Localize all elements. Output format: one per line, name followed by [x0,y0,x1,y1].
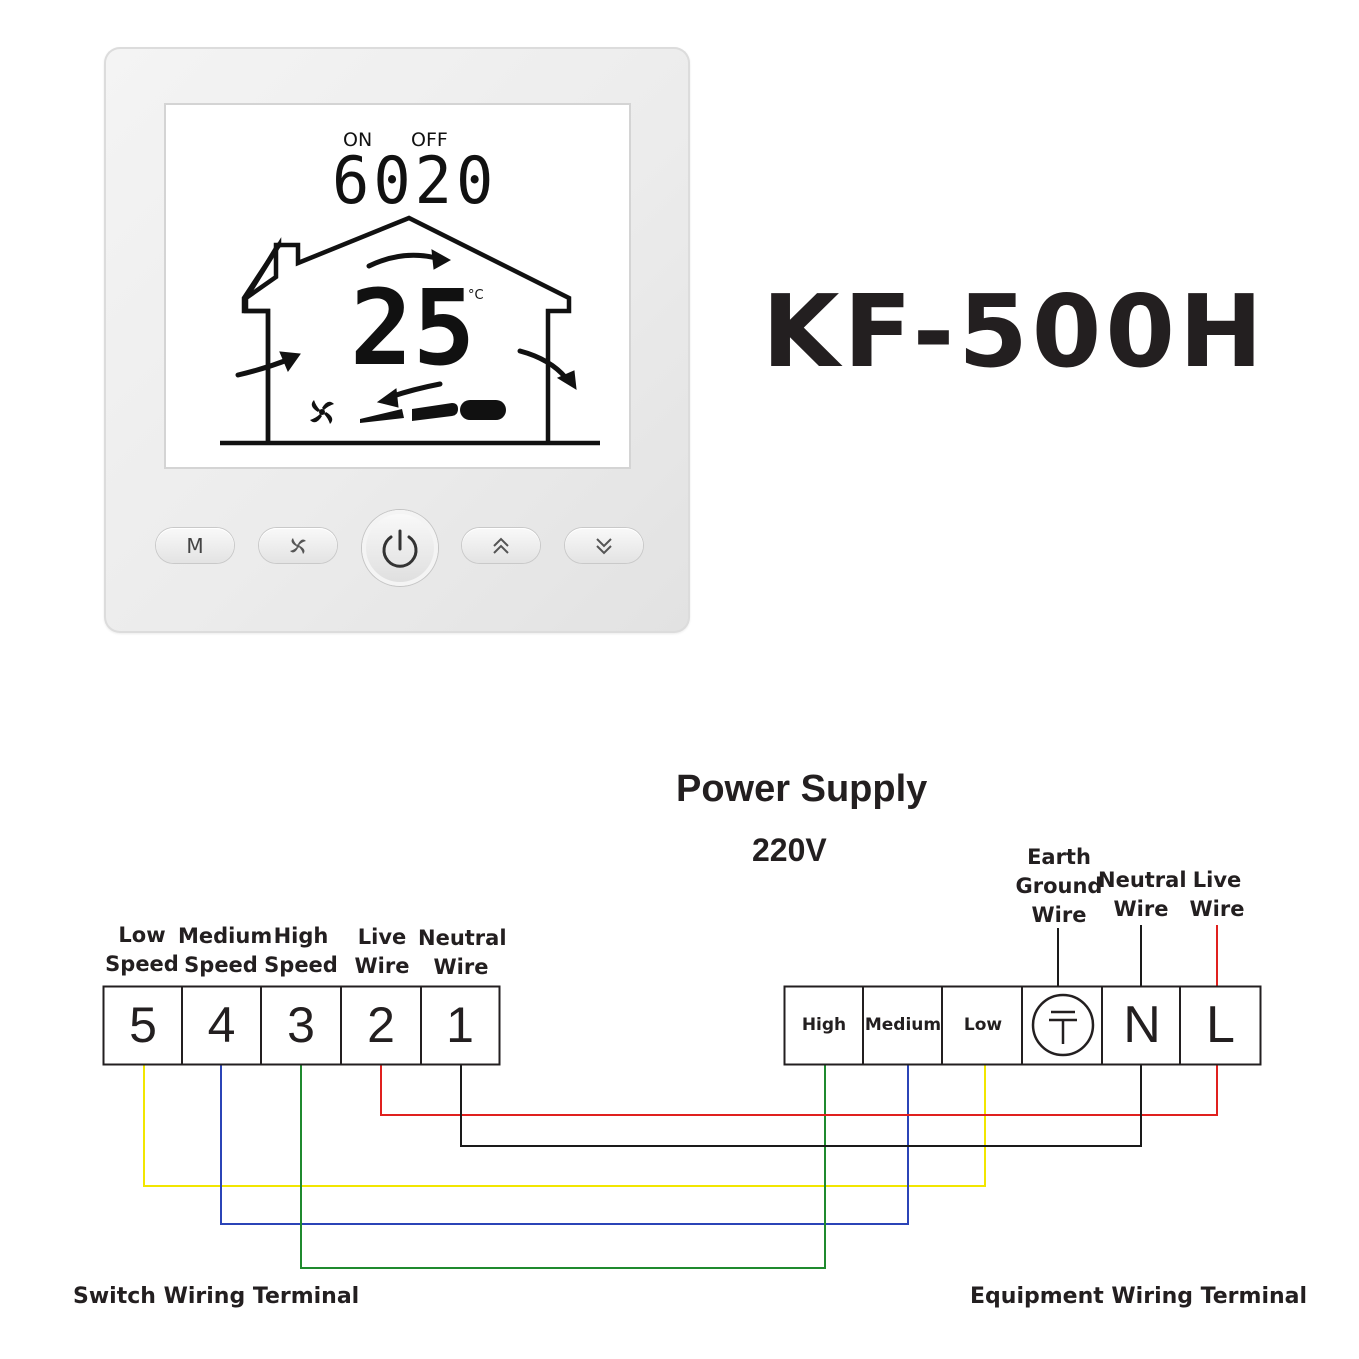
earth-ground-label: Earth Ground Wire [1014,843,1104,930]
switch-label-2: Live Wire [344,923,420,981]
power-button[interactable] [362,510,438,586]
equipment-terminal-high-label: High [801,1015,847,1035]
speed-bar-medium [412,403,458,421]
switch-terminal-block [102,985,501,1066]
switch-label-5-line1: Low [118,923,166,947]
switch-label-2-line2: Wire [354,954,410,978]
earth-label-line1: Earth [1027,845,1091,869]
equipment-terminal-l-label: L [1206,996,1235,1054]
equipment-terminal-block [783,985,1262,1066]
wire-neutral [460,1064,1142,1147]
equipment-terminal-live[interactable]: L [1181,987,1260,1063]
equipment-terminal-low-label: Low [963,1015,1003,1035]
lcd-screen [164,103,631,469]
fan-icon [290,537,306,554]
wire-live [380,1064,1218,1116]
earth-ground-icon [1031,993,1095,1057]
speed-bar-high [460,400,506,420]
switch-label-4: Medium Speed [178,922,273,980]
arrow-left-head [279,351,301,373]
switch-label-4-line2: Speed [184,953,258,977]
neutral-label-line1: Neutral [1098,868,1187,892]
switch-terminal-3[interactable]: 3 [261,987,341,1063]
arrow-top-head [431,249,452,270]
live-wire-label: Live Wire [1184,866,1250,924]
switch-terminal-2[interactable]: 2 [341,987,421,1063]
down-button[interactable] [565,528,643,563]
mode-button[interactable]: M [156,528,234,563]
speed-bar-low [360,409,404,423]
earth-label-line3: Wire [1031,903,1087,927]
switch-terminal-2-number: 2 [367,997,395,1053]
on-label: ON [343,129,373,151]
wire-medium-speed [220,1064,909,1225]
off-label: OFF [411,129,448,151]
switch-terminal-5[interactable]: 5 [104,987,182,1063]
up-button[interactable] [462,528,540,563]
switch-label-4-line1: Medium [178,924,273,948]
switch-label-5: Low Speed [100,921,184,979]
switch-label-5-line2: Speed [105,952,179,976]
fan-button[interactable] [259,528,337,563]
neutral-wire-label: Neutral Wire [1098,866,1187,924]
arrow-right-head [556,370,577,390]
double-chevron-up-icon [493,537,509,554]
switch-terminal-3-number: 3 [287,997,315,1053]
equipment-terminal-low[interactable]: Low [943,987,1023,1063]
lcd-unit: °C [468,288,484,303]
equipment-terminal-caption: Equipment Wiring Terminal [970,1284,1308,1309]
switch-terminal-4-number: 4 [207,997,236,1053]
equipment-terminal-neutral[interactable]: N [1103,987,1181,1063]
arrow-right [517,348,569,381]
power-supply-voltage: 220V [752,832,827,868]
equipment-terminal-medium-label: Medium [864,1015,942,1035]
double-chevron-down-icon [596,537,612,554]
equipment-terminal-ground[interactable] [1023,987,1103,1063]
house-left-wall [243,215,572,443]
switch-label-3: High Speed [262,922,340,980]
power-supply-title: Power Supply [676,768,928,810]
switch-label-3-line2: Speed [264,953,338,977]
lcd-time-display: 6020 [332,142,498,219]
switch-terminal-5-number: 5 [129,997,157,1053]
house-illustration [220,215,600,446]
switch-terminal-caption: Switch Wiring Terminal [73,1284,360,1309]
earth-label-line2: Ground [1015,874,1103,898]
equipment-terminal-medium[interactable]: Medium [863,987,943,1063]
arrow-bottom-head [376,388,399,408]
switch-label-2-line1: Live [357,925,407,949]
wire-low-speed [143,1064,986,1187]
switch-label-1-line2: Wire [433,955,489,979]
mode-button-label: M [186,533,204,558]
switch-label-1: Neutral Wire [418,924,507,982]
switch-label-1-line1: Neutral [418,926,507,950]
fan-icon [310,400,334,424]
neutral-label-line2: Wire [1113,897,1169,921]
switch-label-3-line1: High [273,924,329,948]
power-icon [382,529,418,568]
live-label-line1: Live [1192,868,1242,892]
switch-terminal-1[interactable]: 1 [421,987,499,1063]
wire-high-speed [300,1064,826,1269]
lcd-temperature: 25 [350,267,476,389]
fan-speed-bars [360,400,506,423]
equipment-terminal-n-label: N [1123,996,1161,1054]
model-name: KF-500H [762,273,1267,390]
switch-terminal-4[interactable]: 4 [182,987,261,1063]
live-label-line2: Wire [1189,897,1245,921]
switch-terminal-1-number: 1 [446,997,474,1053]
equipment-terminal-high[interactable]: High [785,987,863,1063]
